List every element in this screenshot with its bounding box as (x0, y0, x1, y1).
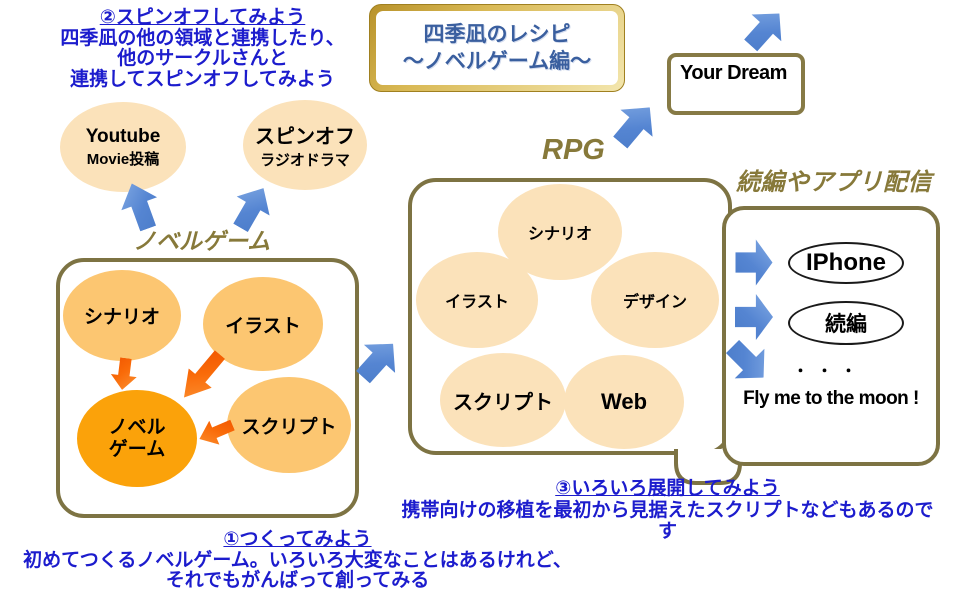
bubble-rpg-design-label: デザイン (622, 294, 687, 311)
bubble-youtube-subtitle: Movie投稿 (86, 150, 160, 168)
note-create-line: それでもがんばって創ってみる (165, 570, 430, 591)
bubble-rpg-illust-label: イラスト (445, 294, 509, 311)
release-tagline: Fly me to the moon ! (743, 388, 919, 409)
bubble-iphone: IPhone (788, 242, 904, 284)
bubble-youtube-title: Youtube (85, 125, 161, 147)
note-create-heading: ①つくってみよう (223, 529, 372, 550)
bubble-sequel-label: 続編 (825, 313, 867, 336)
rpg-box-tail (674, 449, 742, 485)
bubble-novel-game: ノベル ゲーム (77, 390, 197, 487)
bubble-iphone-label: IPhone (805, 249, 886, 276)
bubble-rpg-web-label: Web (600, 389, 648, 414)
bubble-rpg-illust: イラスト (416, 252, 538, 348)
bubble-rpg-scenario-label: シナリオ (527, 226, 592, 243)
note-expand: ③いろいろ展開してみよう 携帯向けの移植を最初から見据えたスクリプトなどもあるの… (395, 478, 940, 543)
bubble-novel-scenario-label: シナリオ (83, 307, 160, 328)
bubble-rpg-script-label: スクリプト (453, 391, 553, 414)
bubble-novel-scenario: シナリオ (63, 270, 181, 361)
bubble-novel-illust: イラスト (203, 277, 323, 371)
your-dream-label: Your Dream (680, 62, 787, 84)
bubble-novel-illust-label: イラスト (225, 315, 301, 337)
page-title-line2: ～ノベルゲーム編～ (402, 49, 592, 73)
bubble-spinoff-radio: スピンオフ ラジオドラマ (243, 100, 367, 190)
bubble-radio-title: スピンオフ (255, 126, 355, 148)
bubble-rpg-script: スクリプト (440, 353, 566, 447)
novel-section-label: ノベルゲーム (133, 228, 271, 254)
bubble-sequel: 続編 (788, 301, 904, 345)
note-spinoff-line: 他のサークルさんと (117, 48, 288, 69)
your-dream-box: Your Dream (667, 53, 805, 115)
release-section-label: 続編やアプリ配信 (736, 169, 932, 196)
note-spinoff-line: 連携してスピンオフしてみよう (70, 68, 335, 90)
bubble-novel-script: スクリプト (227, 377, 351, 473)
rpg-section-label: RPG (542, 134, 605, 166)
ellipsis-dots: ・・・ (793, 363, 866, 380)
arrow-rpg-to-dream-icon (604, 94, 666, 156)
bubble-rpg-design: デザイン (591, 252, 719, 348)
bubble-novel-game-line2: ゲーム (108, 438, 166, 460)
bubble-novel-script-label: スクリプト (241, 416, 337, 438)
bubble-radio-subtitle: ラジオドラマ (260, 152, 350, 169)
note-spinoff-line: 四季凪の他の領域と連携したり、 (60, 27, 345, 49)
bubble-youtube: Youtube Movie投稿 (60, 102, 186, 192)
arrow-up-right-icon (736, 0, 794, 59)
bubble-novel-game-line1: ノベル (108, 416, 166, 438)
note-expand-line: 携帯向けの移植を最初から見据えたスクリプトなどもあるのです (401, 499, 934, 543)
note-expand-heading: ③いろいろ展開してみよう (555, 478, 780, 499)
title-inner: 四季凪のレシピ ～ノベルゲーム編～ (376, 11, 618, 85)
note-create: ①つくってみよう 初めてつくるノベルゲーム。いろいろ大変なことはあるけれど、 そ… (5, 529, 590, 592)
title-box: 四季凪のレシピ ～ノベルゲーム編～ (369, 4, 625, 92)
note-spinoff-heading: ②スピンオフしてみよう (99, 7, 306, 28)
note-create-line: 初めてつくるノベルゲーム。いろいろ大変なことはあるけれど、 (23, 549, 572, 571)
bubble-rpg-web: Web (564, 355, 684, 449)
page-title-line1: 四季凪のレシピ (423, 22, 571, 46)
note-spinoff: ②スピンオフしてみよう 四季凪の他の領域と連携したり、 他のサークルさんと 連携… (0, 7, 405, 90)
